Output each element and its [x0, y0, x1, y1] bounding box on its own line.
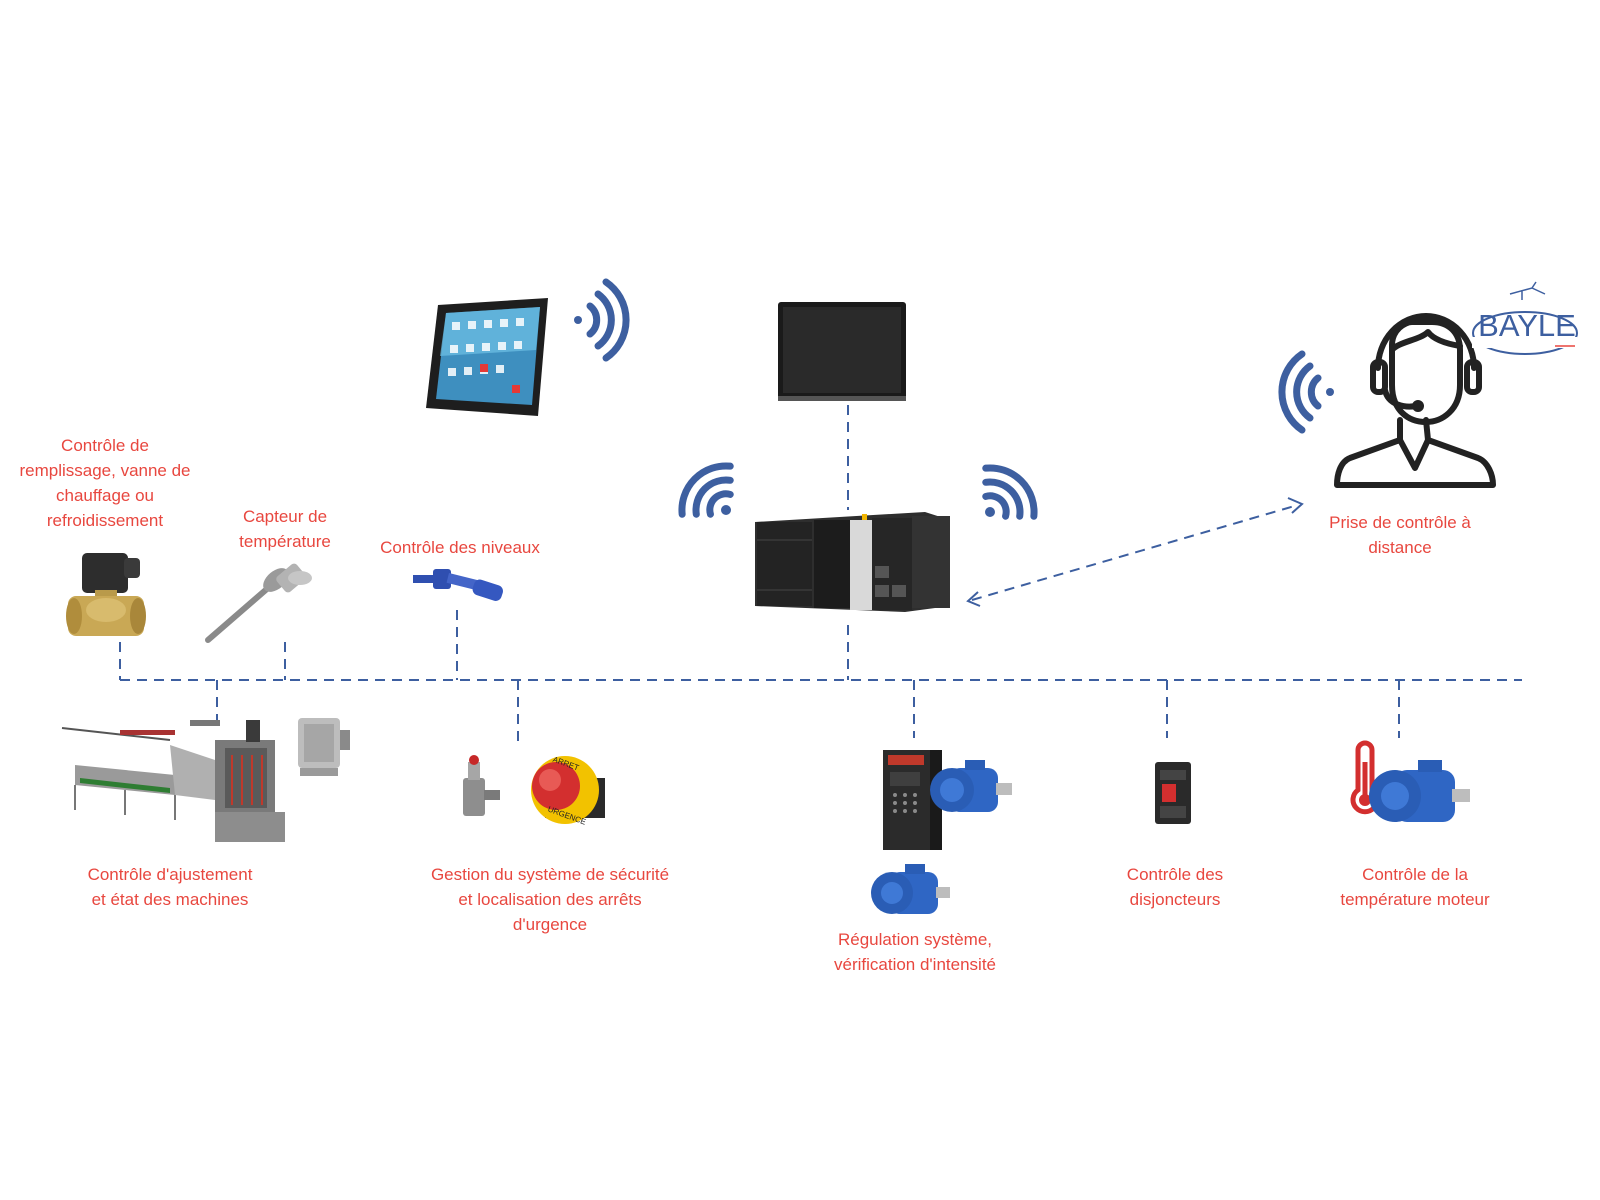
wifi-icon: [678, 462, 734, 518]
solenoid-valve-icon: [66, 553, 146, 636]
level-control-label: Contrôle des niveaux: [380, 538, 540, 557]
temperature-probe-icon: [205, 563, 312, 643]
motor-temp-label: Contrôle de la température moteur: [1340, 865, 1490, 909]
tablet-icon: [426, 298, 548, 416]
remote-link-arrows: [966, 497, 1304, 607]
breakers-label: Contrôle des disjoncteurs: [1126, 865, 1224, 909]
regulation-label: Régulation système, vérification d'inten…: [834, 930, 996, 974]
motor-icon: [1369, 760, 1470, 822]
arrowhead-operator: [1287, 497, 1304, 514]
logo-text: BAYLE: [1478, 308, 1576, 343]
emergency-stop-icon: ARRET URGENCE: [531, 755, 605, 827]
bayle-logo: BAYLE: [1472, 281, 1578, 355]
temp-sensor-label: Capteur de température: [239, 507, 331, 551]
network-lines: [119, 405, 1522, 745]
arrowhead-plc: [966, 591, 981, 607]
wifi-icon: [982, 464, 1038, 520]
fill-control-label: Contrôle de remplissage, vanne de chauff…: [19, 436, 191, 530]
remote-control-label: Prise de contrôle à distance: [1329, 513, 1471, 557]
motor-icon: [871, 864, 950, 914]
pull-cord-switch-icon: [463, 755, 500, 816]
machinery-icon: [61, 718, 350, 842]
remote-link: [971, 504, 1299, 601]
operator-headset-icon: [1334, 313, 1496, 488]
monitor-icon: [778, 302, 906, 401]
level-switch-icon: [413, 569, 503, 601]
machine-control-label: Contrôle d'ajustement et état des machin…: [87, 865, 253, 909]
wifi-icon: [574, 278, 630, 362]
safety-label: Gestion du système de sécurité et locali…: [430, 865, 670, 934]
motor-icon: [930, 760, 1012, 812]
plc-icon: [755, 512, 950, 612]
circuit-breaker-icon: [1155, 762, 1191, 824]
wifi-icon: [1278, 350, 1334, 434]
